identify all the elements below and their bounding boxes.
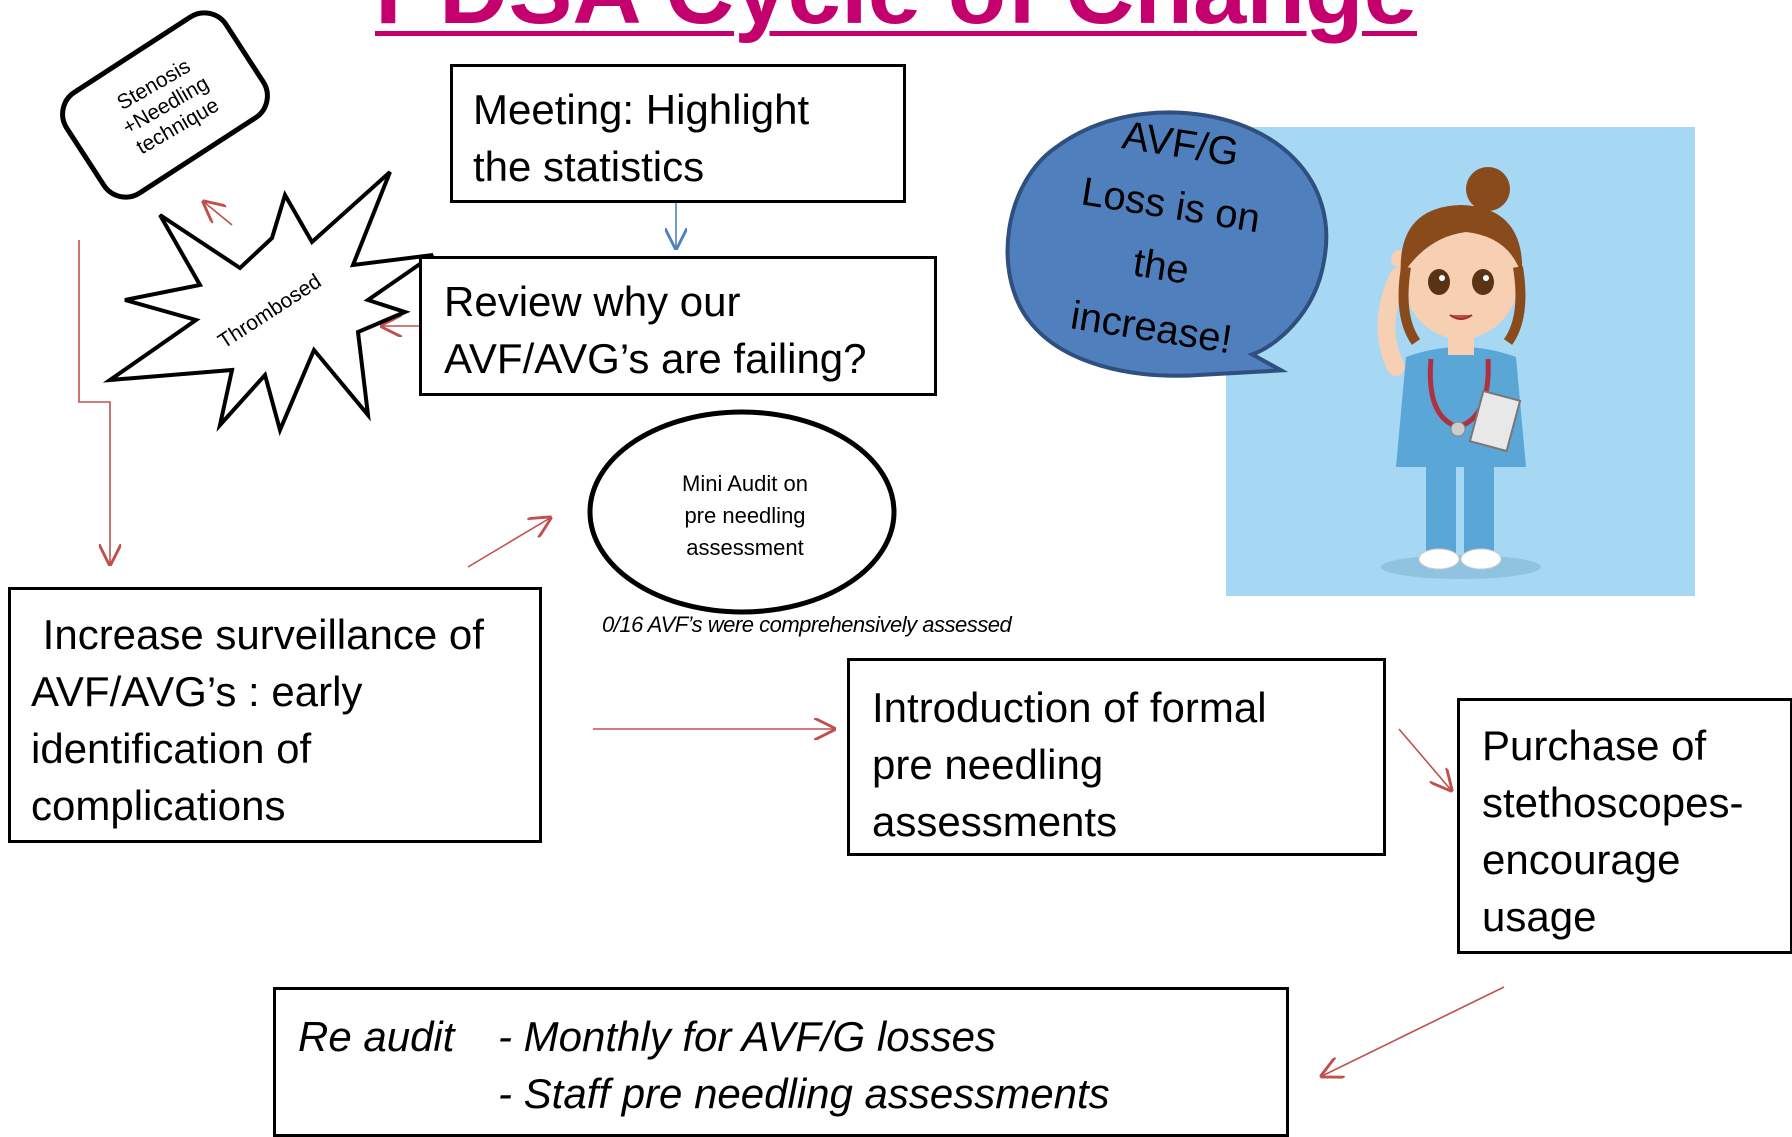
surveillance-box: Increase surveillance of AVF/AVG’s : ear…: [8, 587, 542, 843]
reaudit-spacer: [298, 1065, 498, 1122]
mini-audit-line-1: Mini Audit on: [682, 471, 808, 496]
reaudit-line-2: - Staff pre needling assessments: [498, 1070, 1110, 1117]
introduction-line-3: assessments: [872, 798, 1118, 845]
page-title: PDSA Cycle of Change: [0, 0, 1792, 44]
purchase-line-1: Purchase of: [1482, 722, 1707, 769]
meeting-line-1: Meeting: Highlight: [473, 86, 810, 133]
review-line-1: Review why our: [444, 278, 741, 325]
reaudit-line-1: - Monthly for AVF/G losses: [498, 1013, 996, 1060]
mini-audit-line-2: pre needling: [684, 503, 806, 528]
arrow-introduction-to-purchase: [1398, 728, 1451, 790]
purchase-line-2: stethoscopes-: [1482, 779, 1744, 826]
introduction-box: Introduction of formal pre needling asse…: [847, 658, 1386, 856]
mini-audit-ellipse: [587, 409, 897, 615]
nurse-illustration-icon: [1377, 167, 1541, 579]
audit-result-note: 0/16 AVF’s were comprehensively assessed: [602, 612, 1012, 637]
surveillance-line-1: Increase surveillance of: [31, 611, 484, 658]
nurse-panel: [1226, 127, 1695, 596]
meeting-line-2: the statistics: [473, 143, 705, 190]
mini-audit-line-3: assessment: [686, 535, 804, 560]
introduction-line-1: Introduction of formal: [872, 684, 1267, 731]
stenosis-shape: [60, 10, 270, 200]
review-line-2: AVF/AVG’s are failing?: [444, 335, 867, 382]
mini-audit-label: Mini Audit on pre needling assessment: [605, 468, 885, 564]
arrow-stenosis-to-surveillance: [78, 240, 110, 564]
reaudit-label: Re audit: [298, 1013, 455, 1060]
purchase-line-4: usage: [1482, 893, 1597, 940]
thrombosed-explosion: [102, 170, 435, 437]
surveillance-line-2: AVF/AVG’s : early: [31, 668, 363, 715]
reaudit-box: Re audit - Monthly for AVF/G losses - St…: [273, 987, 1289, 1137]
surveillance-line-3: identification of: [31, 725, 312, 772]
meeting-box: Meeting: Highlight the statistics: [450, 64, 906, 203]
speech-bubble-text: AVF/G Loss is on the increase!: [1035, 96, 1297, 376]
arrow-thrombosed-to-stenosis: [204, 202, 233, 226]
arrow-surveillance-to-audit: [467, 518, 550, 568]
introduction-line-2: pre needling: [872, 741, 1104, 788]
review-box: Review why our AVF/AVG’s are failing?: [419, 256, 937, 396]
purchase-box: Purchase of stethoscopes- encourage usag…: [1457, 698, 1792, 954]
surveillance-line-4: complications: [31, 782, 286, 829]
purchase-line-3: encourage: [1482, 836, 1681, 883]
arrow-purchase-to-reaudit: [1322, 986, 1505, 1076]
speech-bubble: [1005, 110, 1329, 378]
